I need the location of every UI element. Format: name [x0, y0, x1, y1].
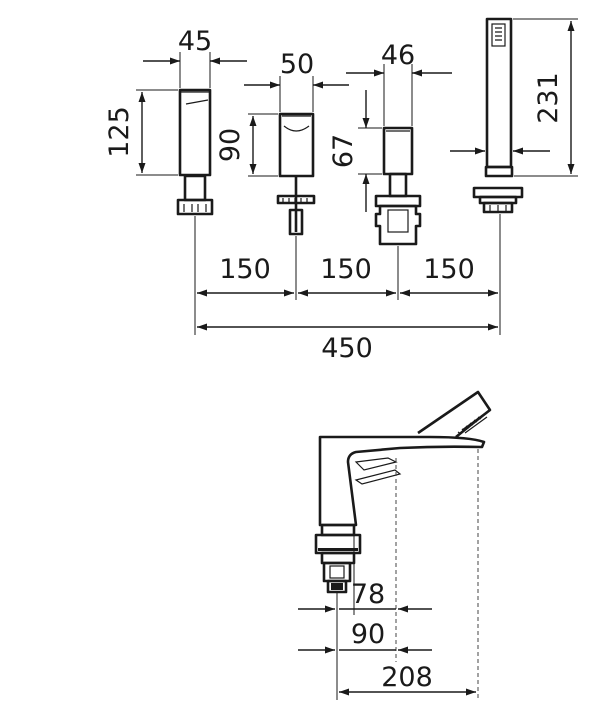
dim-width-45: 45: [143, 26, 247, 88]
handle-component-1: [276, 112, 316, 236]
dim-label-45: 45: [178, 26, 212, 57]
spout-component: [176, 88, 214, 216]
dim-height-125: 125: [104, 89, 178, 176]
side-view-faucet: [314, 390, 492, 594]
dim-label-67: 67: [328, 134, 359, 168]
dim-label-90: 90: [215, 128, 246, 162]
dim-label-208: 208: [381, 662, 433, 693]
side-extension-lines: [336, 525, 355, 700]
dim-label-125: 125: [104, 106, 135, 158]
dim-label-150-b: 150: [320, 254, 372, 285]
dim-side-78: 78: [298, 579, 432, 613]
dim-label-150-c: 150: [423, 254, 475, 285]
dim-height-90: 90: [215, 113, 278, 177]
dim-label-50: 50: [280, 49, 314, 80]
dim-width-50: 50: [244, 49, 349, 112]
dim-side-208: 208: [339, 662, 476, 696]
diverter-component: [374, 126, 422, 246]
spacing-extension-lines: [194, 214, 501, 335]
dim-total-450: 450: [197, 323, 498, 364]
dim-label-46: 46: [381, 40, 415, 71]
hand-shower-component: [472, 17, 524, 214]
dim-height-67: 67: [328, 90, 382, 212]
side-view-hidden-lines: [395, 449, 479, 700]
dim-label-78: 78: [351, 579, 385, 610]
dim-label-450: 450: [321, 333, 373, 364]
dim-label-90-side: 90: [351, 619, 385, 650]
dim-width-46: 46: [346, 40, 452, 126]
dim-spacing-2: 150: [298, 254, 396, 297]
dim-label-150-a: 150: [219, 254, 271, 285]
dim-spacing-1: 150: [197, 254, 294, 297]
dim-spacing-3: 150: [400, 254, 498, 297]
dim-side-90: 90: [298, 619, 432, 654]
dim-height-231: 231: [513, 18, 578, 177]
dim-label-231: 231: [533, 72, 564, 124]
